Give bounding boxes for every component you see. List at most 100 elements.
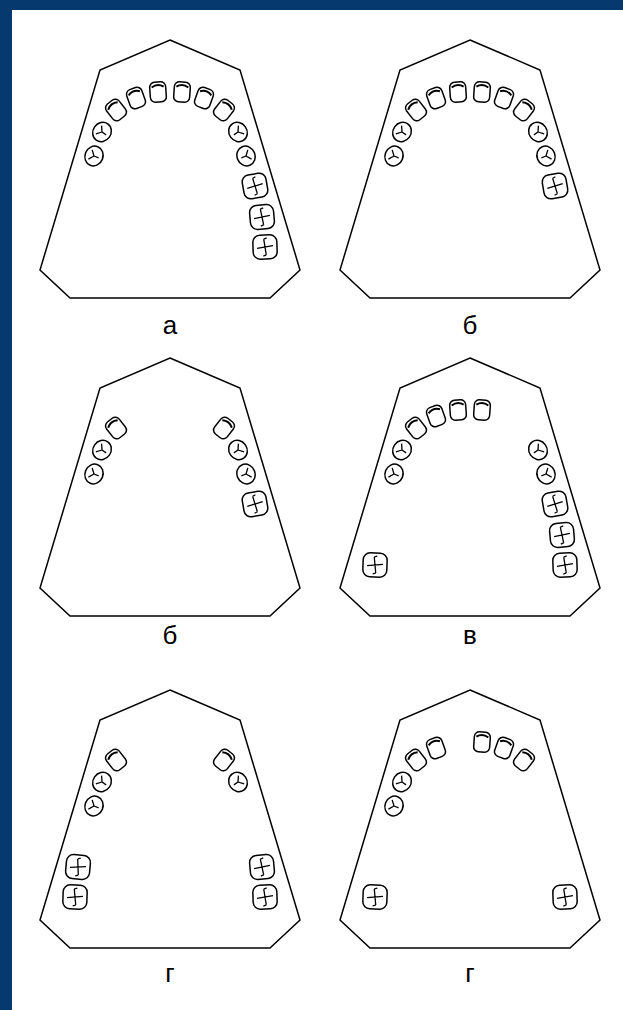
fissure — [88, 468, 100, 481]
molar — [549, 522, 575, 548]
fissure — [557, 888, 574, 907]
incisal-edge — [222, 101, 233, 110]
tooth — [473, 81, 490, 102]
anterior-tooth — [104, 97, 129, 123]
tooth — [553, 885, 578, 910]
fissure — [367, 888, 384, 907]
fissure — [257, 888, 274, 907]
tooth — [512, 747, 537, 773]
anterior-tooth — [512, 97, 537, 123]
dental-cast — [40, 358, 300, 616]
fissure — [96, 444, 109, 457]
anterior-tooth — [493, 86, 515, 110]
tooth — [249, 854, 275, 880]
tooth — [212, 97, 237, 123]
incisal-edge — [500, 89, 512, 95]
cast-outline — [340, 40, 600, 298]
premolar — [382, 143, 406, 168]
anterior-tooth — [212, 97, 237, 123]
anterior-tooth — [473, 731, 490, 752]
incisal-edge — [476, 403, 488, 406]
fissure — [69, 857, 87, 876]
incisal-edge — [522, 751, 533, 760]
fissure — [246, 176, 265, 197]
fissure — [539, 468, 551, 481]
tooth — [493, 736, 515, 760]
tooth — [512, 97, 537, 123]
tooth — [193, 86, 215, 110]
premolar — [89, 769, 115, 796]
fissure — [388, 800, 400, 813]
molar — [65, 854, 91, 880]
fissure — [246, 494, 265, 515]
fissure — [553, 525, 571, 544]
tooth — [104, 415, 129, 441]
tooth — [382, 143, 406, 168]
molar — [241, 490, 269, 518]
premolar — [234, 461, 258, 486]
tooth — [382, 793, 406, 818]
tooth — [241, 490, 269, 518]
fissure — [531, 126, 544, 139]
incisal-edge — [152, 85, 164, 88]
anterior-tooth — [473, 81, 490, 102]
tooth — [473, 399, 490, 420]
anterior-tooth — [425, 736, 447, 760]
incisal-edge — [452, 403, 464, 406]
premolar — [82, 143, 106, 168]
tooth — [404, 97, 429, 123]
incisal-edge — [128, 89, 140, 95]
tooth — [541, 172, 569, 200]
tooth — [449, 81, 466, 102]
tooth — [82, 793, 106, 818]
tooth — [534, 143, 558, 168]
premolar — [225, 769, 251, 796]
panel-letter: в — [430, 620, 510, 650]
tooth — [253, 235, 278, 260]
fissure — [546, 176, 565, 197]
anterior-tooth — [404, 97, 429, 123]
fissure — [231, 126, 244, 139]
molar — [249, 854, 275, 880]
tooth — [363, 885, 388, 910]
molar — [541, 172, 569, 200]
tooth — [541, 490, 569, 518]
fissure — [96, 776, 109, 789]
tooth — [241, 172, 269, 200]
premolar — [89, 119, 115, 146]
panel-letter: г — [130, 958, 210, 988]
tooth — [404, 415, 429, 441]
dental-cast — [40, 40, 300, 298]
tooth — [525, 119, 551, 146]
tooth — [493, 86, 515, 110]
incisal-edge — [452, 85, 464, 88]
anterior-tooth — [512, 747, 537, 773]
incisal-edge — [407, 751, 418, 760]
fissure — [239, 150, 251, 163]
fissure — [253, 207, 271, 226]
tooth — [125, 86, 147, 110]
incisal-edge — [476, 85, 488, 88]
anterior-tooth — [473, 399, 490, 420]
molar — [541, 490, 569, 518]
tooth — [234, 461, 258, 486]
molar — [63, 885, 88, 910]
tooth — [104, 97, 129, 123]
tooth — [234, 143, 258, 168]
incisal-edge — [428, 89, 440, 95]
anterior-tooth — [104, 415, 129, 441]
fissure — [239, 468, 251, 481]
dental-cast — [340, 358, 600, 616]
dental-cast — [340, 690, 600, 948]
molar — [253, 235, 278, 260]
tooth — [389, 119, 415, 146]
incisal-edge — [407, 101, 418, 110]
premolar — [82, 793, 106, 818]
premolar — [382, 793, 406, 818]
incisal-edge — [522, 101, 533, 110]
tooth — [473, 731, 490, 752]
incisal-edge — [500, 739, 512, 745]
incisal-edge — [407, 419, 418, 428]
anterior-tooth — [425, 404, 447, 428]
tooth — [549, 522, 575, 548]
